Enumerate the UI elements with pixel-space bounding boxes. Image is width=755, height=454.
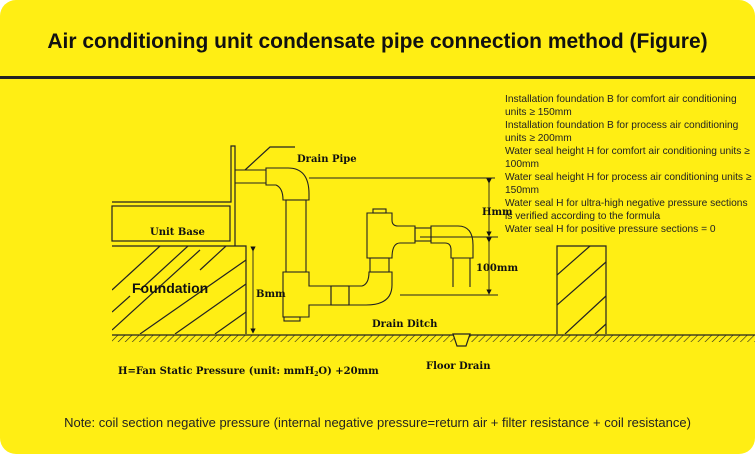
unit-base-label: Unit Base	[150, 227, 205, 238]
floor-drain-symbol	[452, 333, 471, 347]
requirements-notes: Installation foundation B for comfort ai…	[505, 93, 753, 236]
note-line: Water seal H for ultra-high negative pre…	[505, 198, 748, 222]
ground	[112, 335, 755, 342]
foundation-label: Foundation	[132, 280, 208, 296]
note-line: Water seal height H for process air cond…	[505, 172, 752, 196]
h-dimension-label: Hmm	[482, 207, 513, 218]
100mm-dimension-label: 100mm	[476, 263, 518, 274]
drain-pipe-leader	[244, 146, 295, 171]
title-divider	[0, 76, 755, 79]
formula-text: H=Fan Static Pressure (unit: mmH2O) +20m…	[118, 366, 379, 378]
dimension-lines	[250, 177, 498, 334]
drain-pipe-label: Drain Pipe	[297, 154, 357, 165]
drain-ditch-label: Drain Ditch	[372, 319, 438, 330]
floor-drain-label: Floor Drain	[426, 361, 491, 372]
drain-piping	[235, 167, 474, 322]
note-line: Installation foundation B for process ai…	[505, 120, 739, 144]
note-line: Water seal H for positive pressure secti…	[505, 224, 716, 235]
page-title: Air conditioning unit condensate pipe co…	[47, 30, 708, 53]
note-line: Installation foundation B for comfort ai…	[505, 94, 737, 118]
footnote: Note: coil section negative pressure (in…	[64, 415, 691, 430]
unit-base	[111, 145, 236, 246]
note-line: Water seal height H for comfort air cond…	[505, 146, 750, 170]
right-foundation-block	[556, 245, 607, 334]
foundation-block	[112, 245, 247, 334]
b-dimension-label: Bmm	[256, 289, 286, 300]
